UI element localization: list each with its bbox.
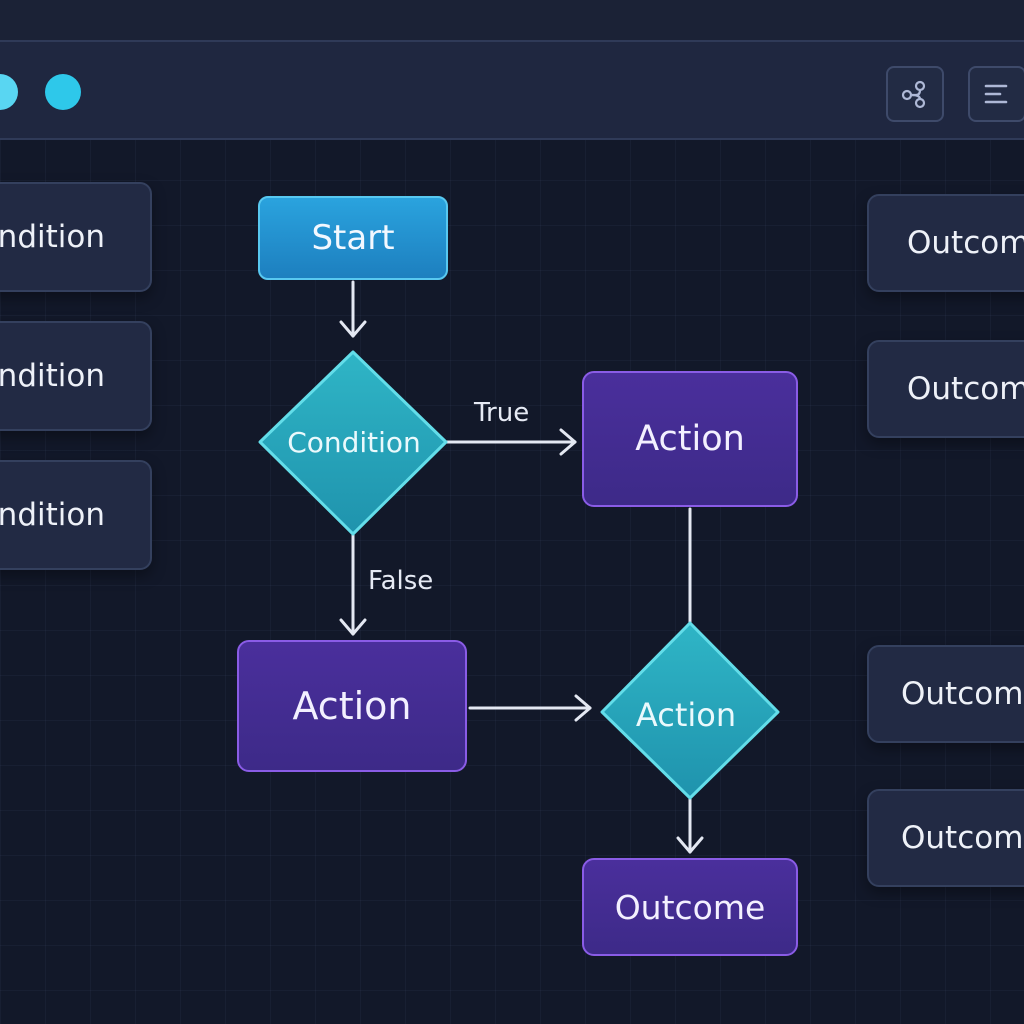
action-node-true[interactable]: Action — [582, 371, 798, 507]
arrowhead — [676, 836, 704, 854]
condition-diamond — [258, 350, 448, 536]
outcome-node[interactable]: Outcome — [582, 858, 798, 956]
right-panel-outcome-item[interactable]: Outcom — [867, 340, 1024, 438]
menu-icon — [984, 84, 1008, 104]
share-button[interactable] — [886, 66, 944, 122]
start-node[interactable]: Start — [258, 196, 448, 280]
decision-diamond — [600, 621, 780, 800]
arrowhead — [339, 618, 367, 636]
arrowhead — [559, 428, 577, 456]
right-panel-outcome-item[interactable]: Outcom — [867, 194, 1024, 292]
arrowhead — [339, 320, 367, 338]
left-panel-condition-item[interactable]: ondition — [0, 460, 152, 570]
window-top-bar — [0, 0, 1024, 40]
decision-node-label[interactable]: Action — [635, 696, 737, 734]
menu-button[interactable] — [968, 66, 1024, 122]
right-panel-outcome-item[interactable]: Outcom — [867, 789, 1024, 887]
window-dot-light[interactable] — [0, 74, 18, 110]
left-panel-condition-item[interactable]: ondition — [0, 321, 152, 431]
share-icon — [901, 80, 926, 109]
edge-label-true: True — [474, 398, 530, 428]
window-dot-cyan[interactable] — [45, 74, 81, 110]
left-panel-condition-item[interactable]: ondition — [0, 182, 152, 292]
arrowhead — [574, 694, 592, 722]
edge-label-false: False — [368, 566, 434, 596]
action-node-false[interactable]: Action — [237, 640, 467, 772]
right-panel-outcome-item[interactable]: Outcom — [867, 645, 1024, 743]
toolbar — [0, 40, 1024, 140]
condition-node-label[interactable]: Condition — [287, 425, 421, 459]
